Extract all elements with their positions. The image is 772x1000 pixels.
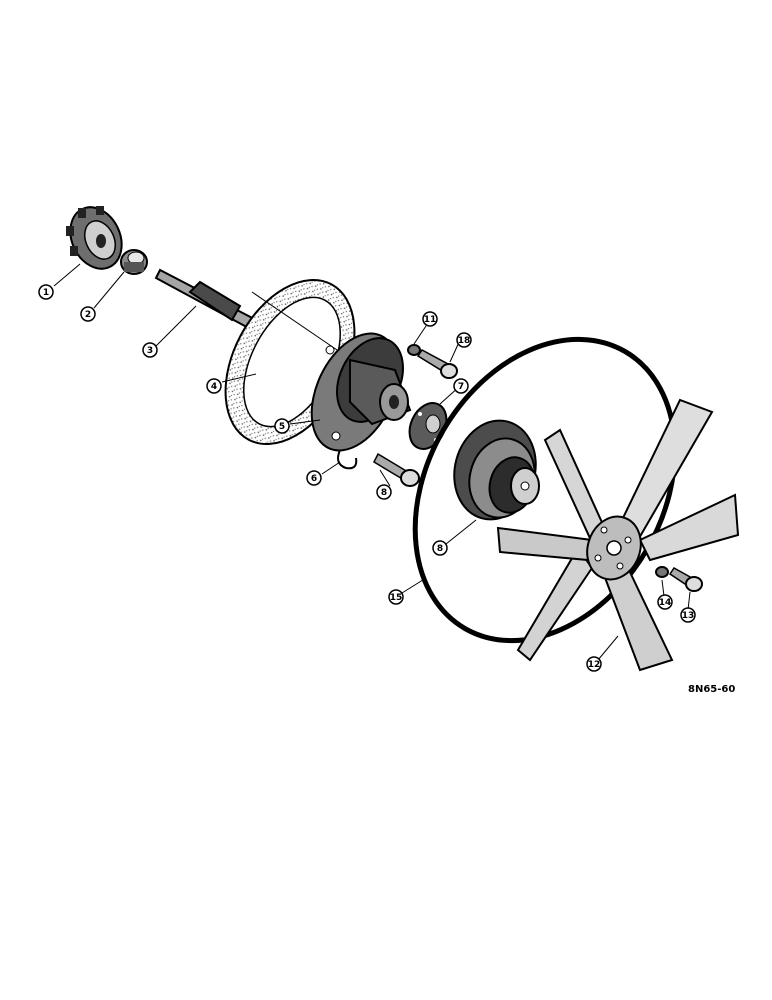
callout-label-5: 5 (279, 422, 285, 432)
callout-8-pulley: 8 (432, 540, 448, 556)
pulley-part (453, 419, 540, 521)
capscrew-part-fan (668, 567, 703, 592)
callout-3: 3 (142, 342, 158, 358)
callout-12: 12 (586, 656, 602, 672)
callout-label-13: 13 (682, 611, 695, 621)
callout-15: 15 (388, 589, 404, 605)
callout-label-18: 18 (458, 336, 471, 346)
seal-part (120, 249, 148, 275)
callout-8-capscrew: 8 (376, 484, 392, 500)
callout-label-15: 15 (390, 593, 403, 603)
lockwasher-part-upper (407, 344, 421, 356)
callout-11: 11 (422, 311, 438, 327)
wire-ring-part (337, 449, 358, 470)
callout-label-8-capscrew: 8 (381, 488, 387, 498)
leader-lines (53, 263, 691, 661)
impeller-part (66, 206, 123, 270)
callout-label-11: 11 (424, 315, 437, 325)
callout-6: 6 (306, 470, 322, 486)
callout-label-4: 4 (211, 382, 217, 392)
callout-1: 1 (38, 284, 54, 300)
fan-part (496, 398, 740, 672)
capscrew-part-lower (373, 452, 420, 487)
callout-label-2: 2 (85, 310, 91, 320)
callout-2: 2 (80, 306, 96, 322)
callout-13: 13 (680, 607, 696, 623)
drawing-code: 8N65-60 (688, 684, 735, 695)
capscrew-part-upper (416, 349, 458, 379)
callout-label-7: 7 (458, 382, 464, 392)
callout-18: 18 (456, 332, 472, 348)
callout-label-1: 1 (43, 288, 49, 298)
callout-14: 14 (657, 594, 673, 610)
pump-body-part (310, 332, 412, 452)
callout-5: 5 (274, 418, 290, 434)
callout-label-14: 14 (659, 598, 672, 608)
callout-label-8-pulley: 8 (437, 544, 443, 554)
callout-label-6: 6 (311, 474, 317, 484)
callout-label-12: 12 (588, 660, 601, 670)
callout-7: 7 (453, 378, 469, 394)
callout-4: 4 (206, 378, 222, 394)
callout-label-3: 3 (147, 346, 153, 356)
lockwasher-part-lower (655, 566, 669, 578)
shaft-bearing-part (154, 268, 262, 334)
